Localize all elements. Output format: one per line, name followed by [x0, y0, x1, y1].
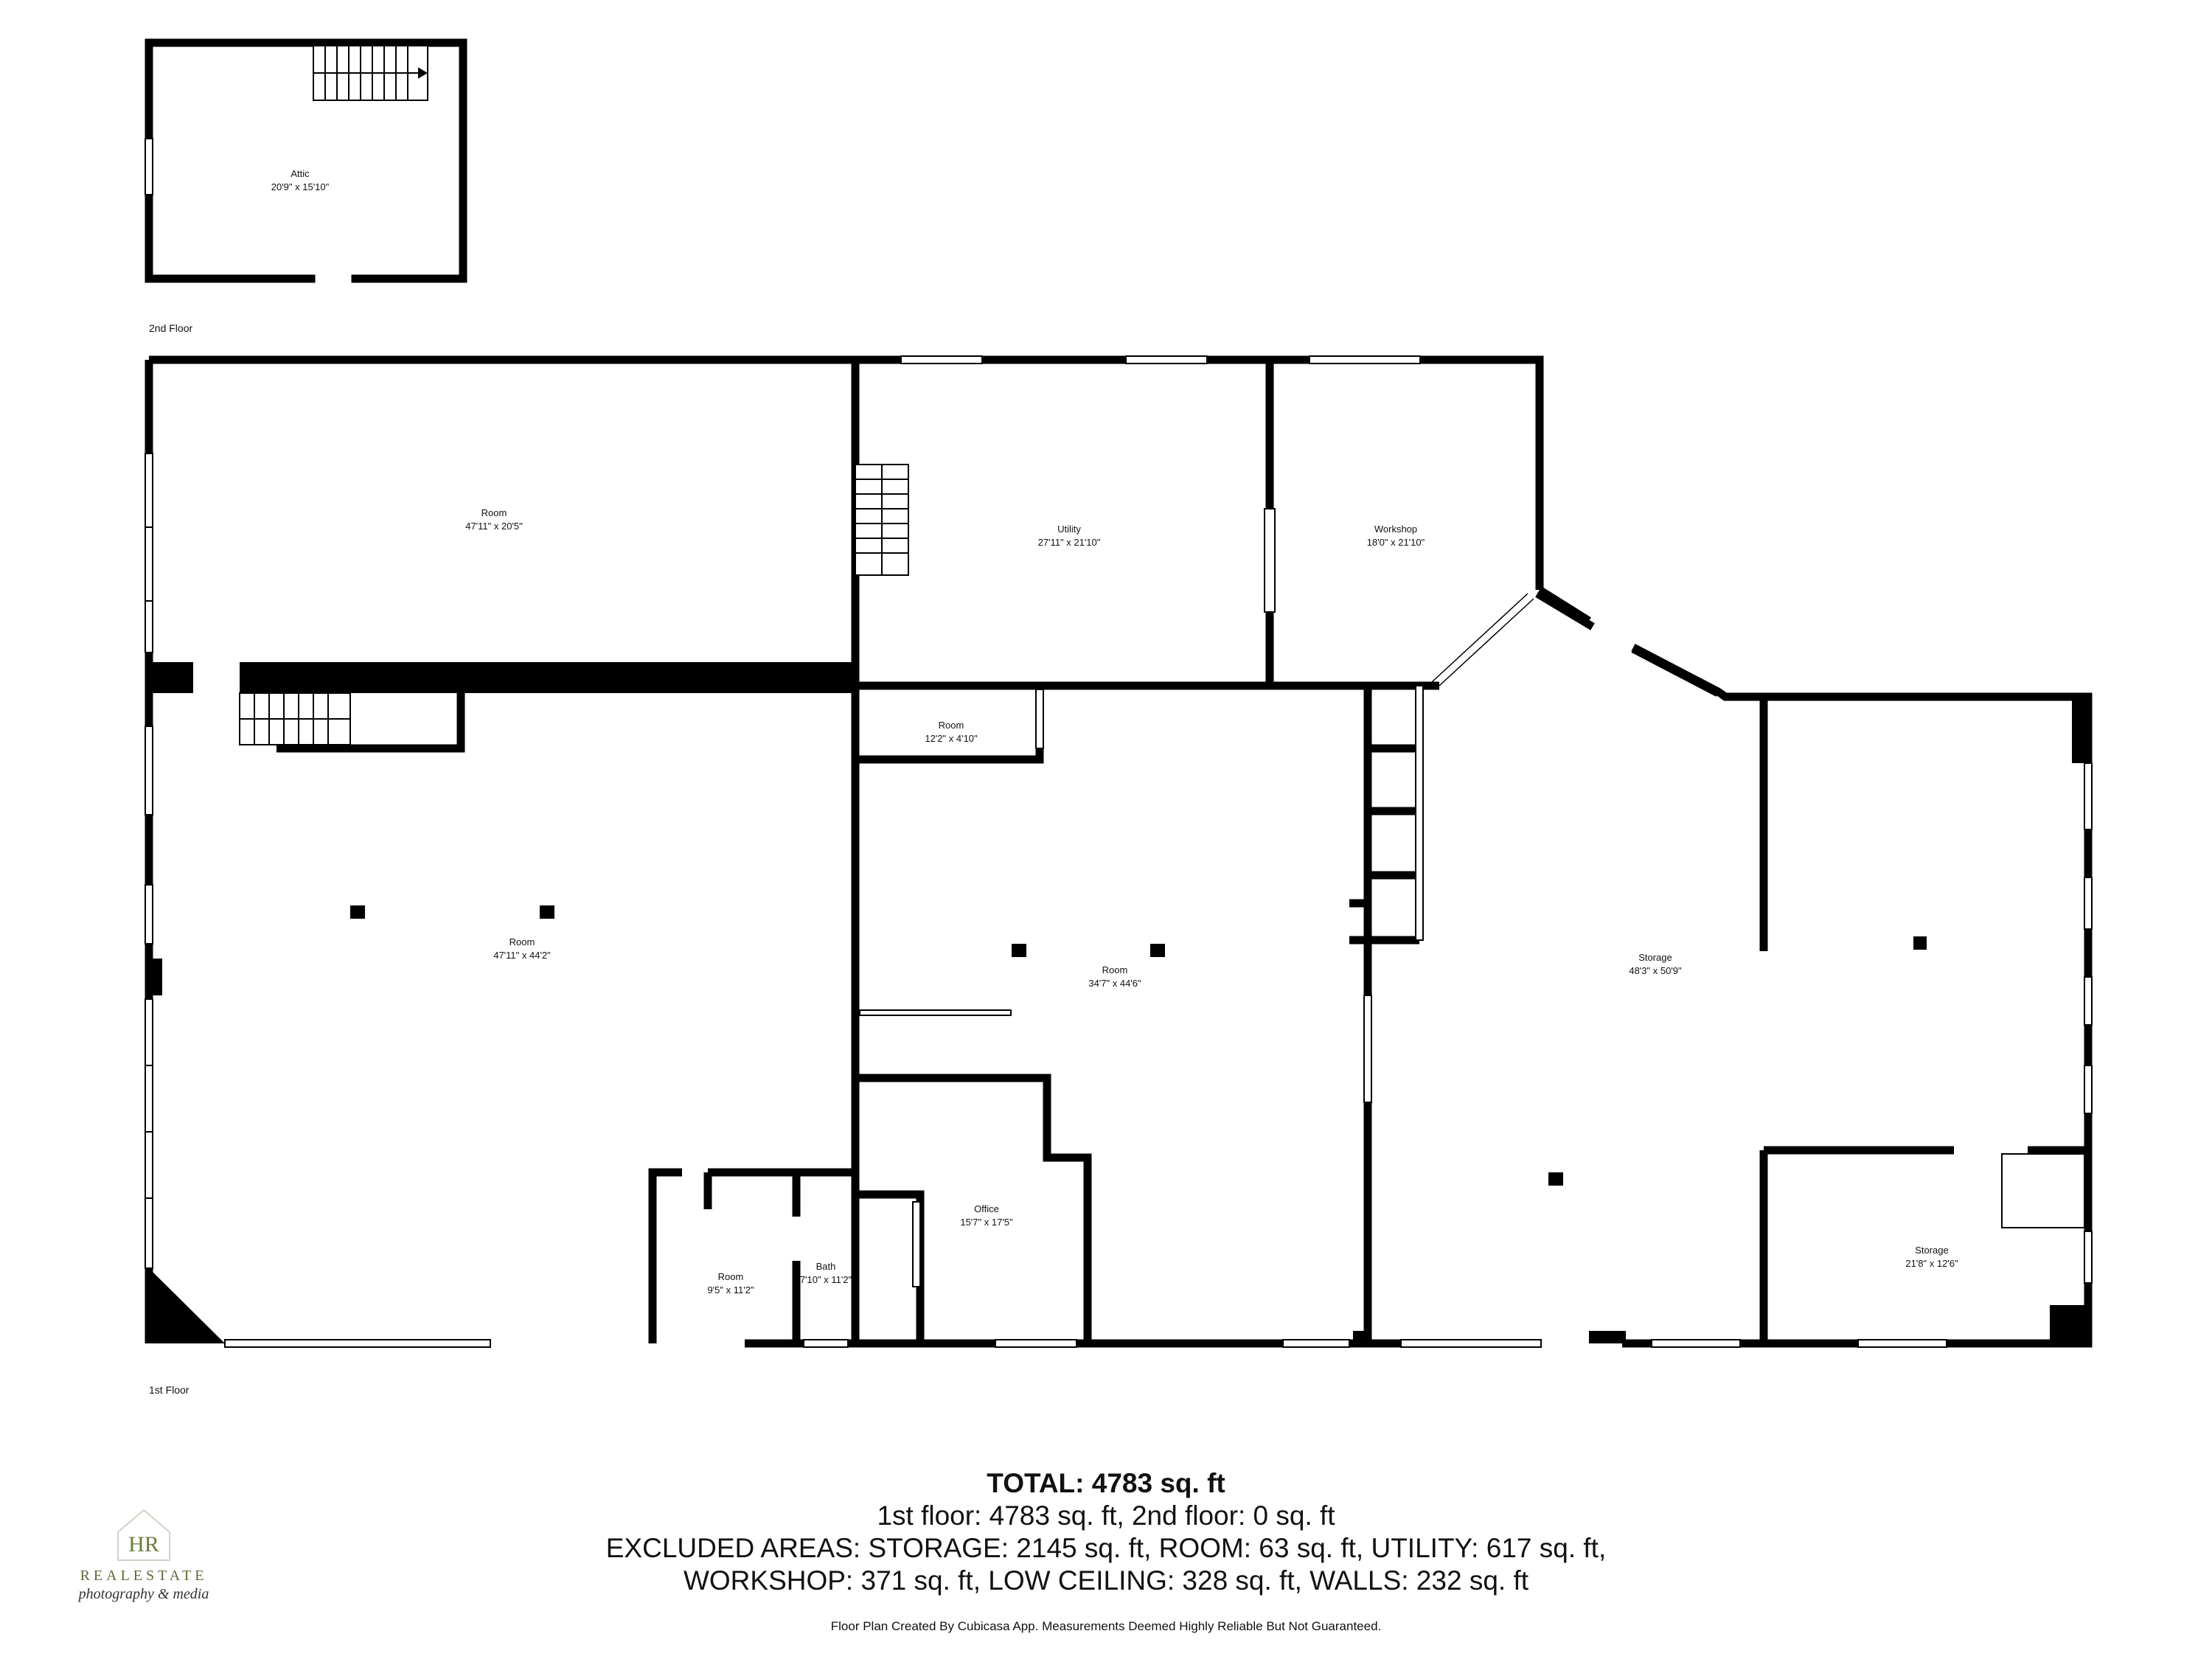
- room-label-storage-main: Storage 48'3" x 50'9": [1629, 952, 1682, 976]
- total-area: TOTAL: 4783 sq. ft: [987, 1468, 1225, 1498]
- svg-text:27'11" x 21'10": 27'11" x 21'10": [1038, 537, 1101, 548]
- room-label-utility: Utility 27'11" x 21'10": [1038, 524, 1101, 548]
- svg-text:48'3" x 50'9": 48'3" x 50'9": [1629, 965, 1682, 976]
- svg-text:47'11" x 20'5": 47'11" x 20'5": [465, 521, 523, 532]
- svg-text:Workshop: Workshop: [1374, 524, 1417, 535]
- floor-label-2nd: 2nd Floor: [149, 322, 192, 334]
- room-label-storage-small: Storage 21'8" x 12'6": [1905, 1245, 1958, 1269]
- attic-windows: [145, 138, 153, 195]
- room-label-small-room: Room 12'2" x 4'10": [925, 720, 978, 744]
- room-label-bath: Bath 7'10" x 11'2": [800, 1261, 852, 1285]
- logo-brand: REALESTATE: [80, 1568, 208, 1584]
- svg-text:Room: Room: [481, 507, 507, 518]
- room-label-room-center: Room 34'7" x 44'6": [1088, 964, 1141, 989]
- area-summary: TOTAL: 4783 sq. ft 1st floor: 4783 sq. f…: [0, 1467, 2212, 1597]
- svg-text:HR: HR: [128, 1532, 159, 1557]
- svg-text:7'10" x 11'2": 7'10" x 11'2": [800, 1274, 852, 1285]
- svg-text:Utility: Utility: [1057, 524, 1081, 535]
- first-floor-walls: [145, 355, 2093, 1348]
- attic-floor: [145, 38, 467, 283]
- svg-text:20'9" x 15'10": 20'9" x 15'10": [271, 181, 330, 192]
- svg-text:18'0" x 21'10": 18'0" x 21'10": [1367, 537, 1425, 548]
- svg-text:Room: Room: [718, 1271, 744, 1282]
- room-label-room-upper: Room 47'11" x 20'5": [465, 507, 523, 532]
- house-logo-icon: HR: [117, 1509, 170, 1561]
- attic-stairs: [313, 45, 428, 101]
- svg-text:34'7" x 44'6": 34'7" x 44'6": [1088, 978, 1141, 989]
- svg-text:Storage: Storage: [1638, 952, 1672, 963]
- svg-text:Storage: Storage: [1915, 1245, 1949, 1256]
- svg-text:Bath: Bath: [816, 1261, 836, 1272]
- disclaimer: Floor Plan Created By Cubicasa App. Meas…: [830, 1619, 1382, 1633]
- room-label-attic: Attic 20'9" x 15'10": [271, 168, 330, 192]
- room-label-workshop: Workshop 18'0" x 21'10": [1367, 524, 1425, 548]
- logo-tagline: photography & media: [78, 1586, 209, 1602]
- room-label-room-large: Room 47'11" x 44'2": [493, 936, 551, 961]
- diagonal-walls: [1535, 590, 1720, 697]
- company-logo: HR REALESTATE photography & media: [59, 1504, 229, 1622]
- thick-walls: [149, 662, 2088, 1343]
- windows: [145, 355, 2093, 1348]
- columns: [350, 905, 1927, 1186]
- svg-text:47'11" x 44'2": 47'11" x 44'2": [493, 950, 551, 961]
- excluded-areas-line2: WORKSHOP: 371 sq. ft, LOW CEILING: 328 s…: [683, 1565, 1529, 1596]
- svg-text:15'7" x 17'5": 15'7" x 17'5": [960, 1217, 1013, 1228]
- svg-text:Room: Room: [1102, 964, 1128, 975]
- floor-label-1st: 1st Floor: [149, 1384, 189, 1396]
- stairs: [239, 464, 2085, 1228]
- svg-text:21'8" x 12'6": 21'8" x 12'6": [1905, 1258, 1958, 1269]
- svg-text:Room: Room: [939, 720, 964, 731]
- room-label-room-small: Room 9'5" x 11'2": [707, 1271, 754, 1295]
- svg-text:12'2" x 4'10": 12'2" x 4'10": [925, 733, 978, 744]
- svg-text:Office: Office: [974, 1203, 999, 1214]
- svg-text:Room: Room: [509, 936, 535, 947]
- excluded-areas-line1: EXCLUDED AREAS: STORAGE: 2145 sq. ft, RO…: [605, 1533, 1607, 1563]
- svg-text:Attic: Attic: [291, 168, 310, 179]
- room-label-office: Office 15'7" x 17'5": [960, 1203, 1013, 1228]
- diagonal-openings: [1431, 593, 1534, 686]
- svg-text:9'5" x 11'2": 9'5" x 11'2": [707, 1284, 754, 1295]
- floor-areas: 1st floor: 4783 sq. ft, 2nd floor: 0 sq.…: [877, 1500, 1335, 1531]
